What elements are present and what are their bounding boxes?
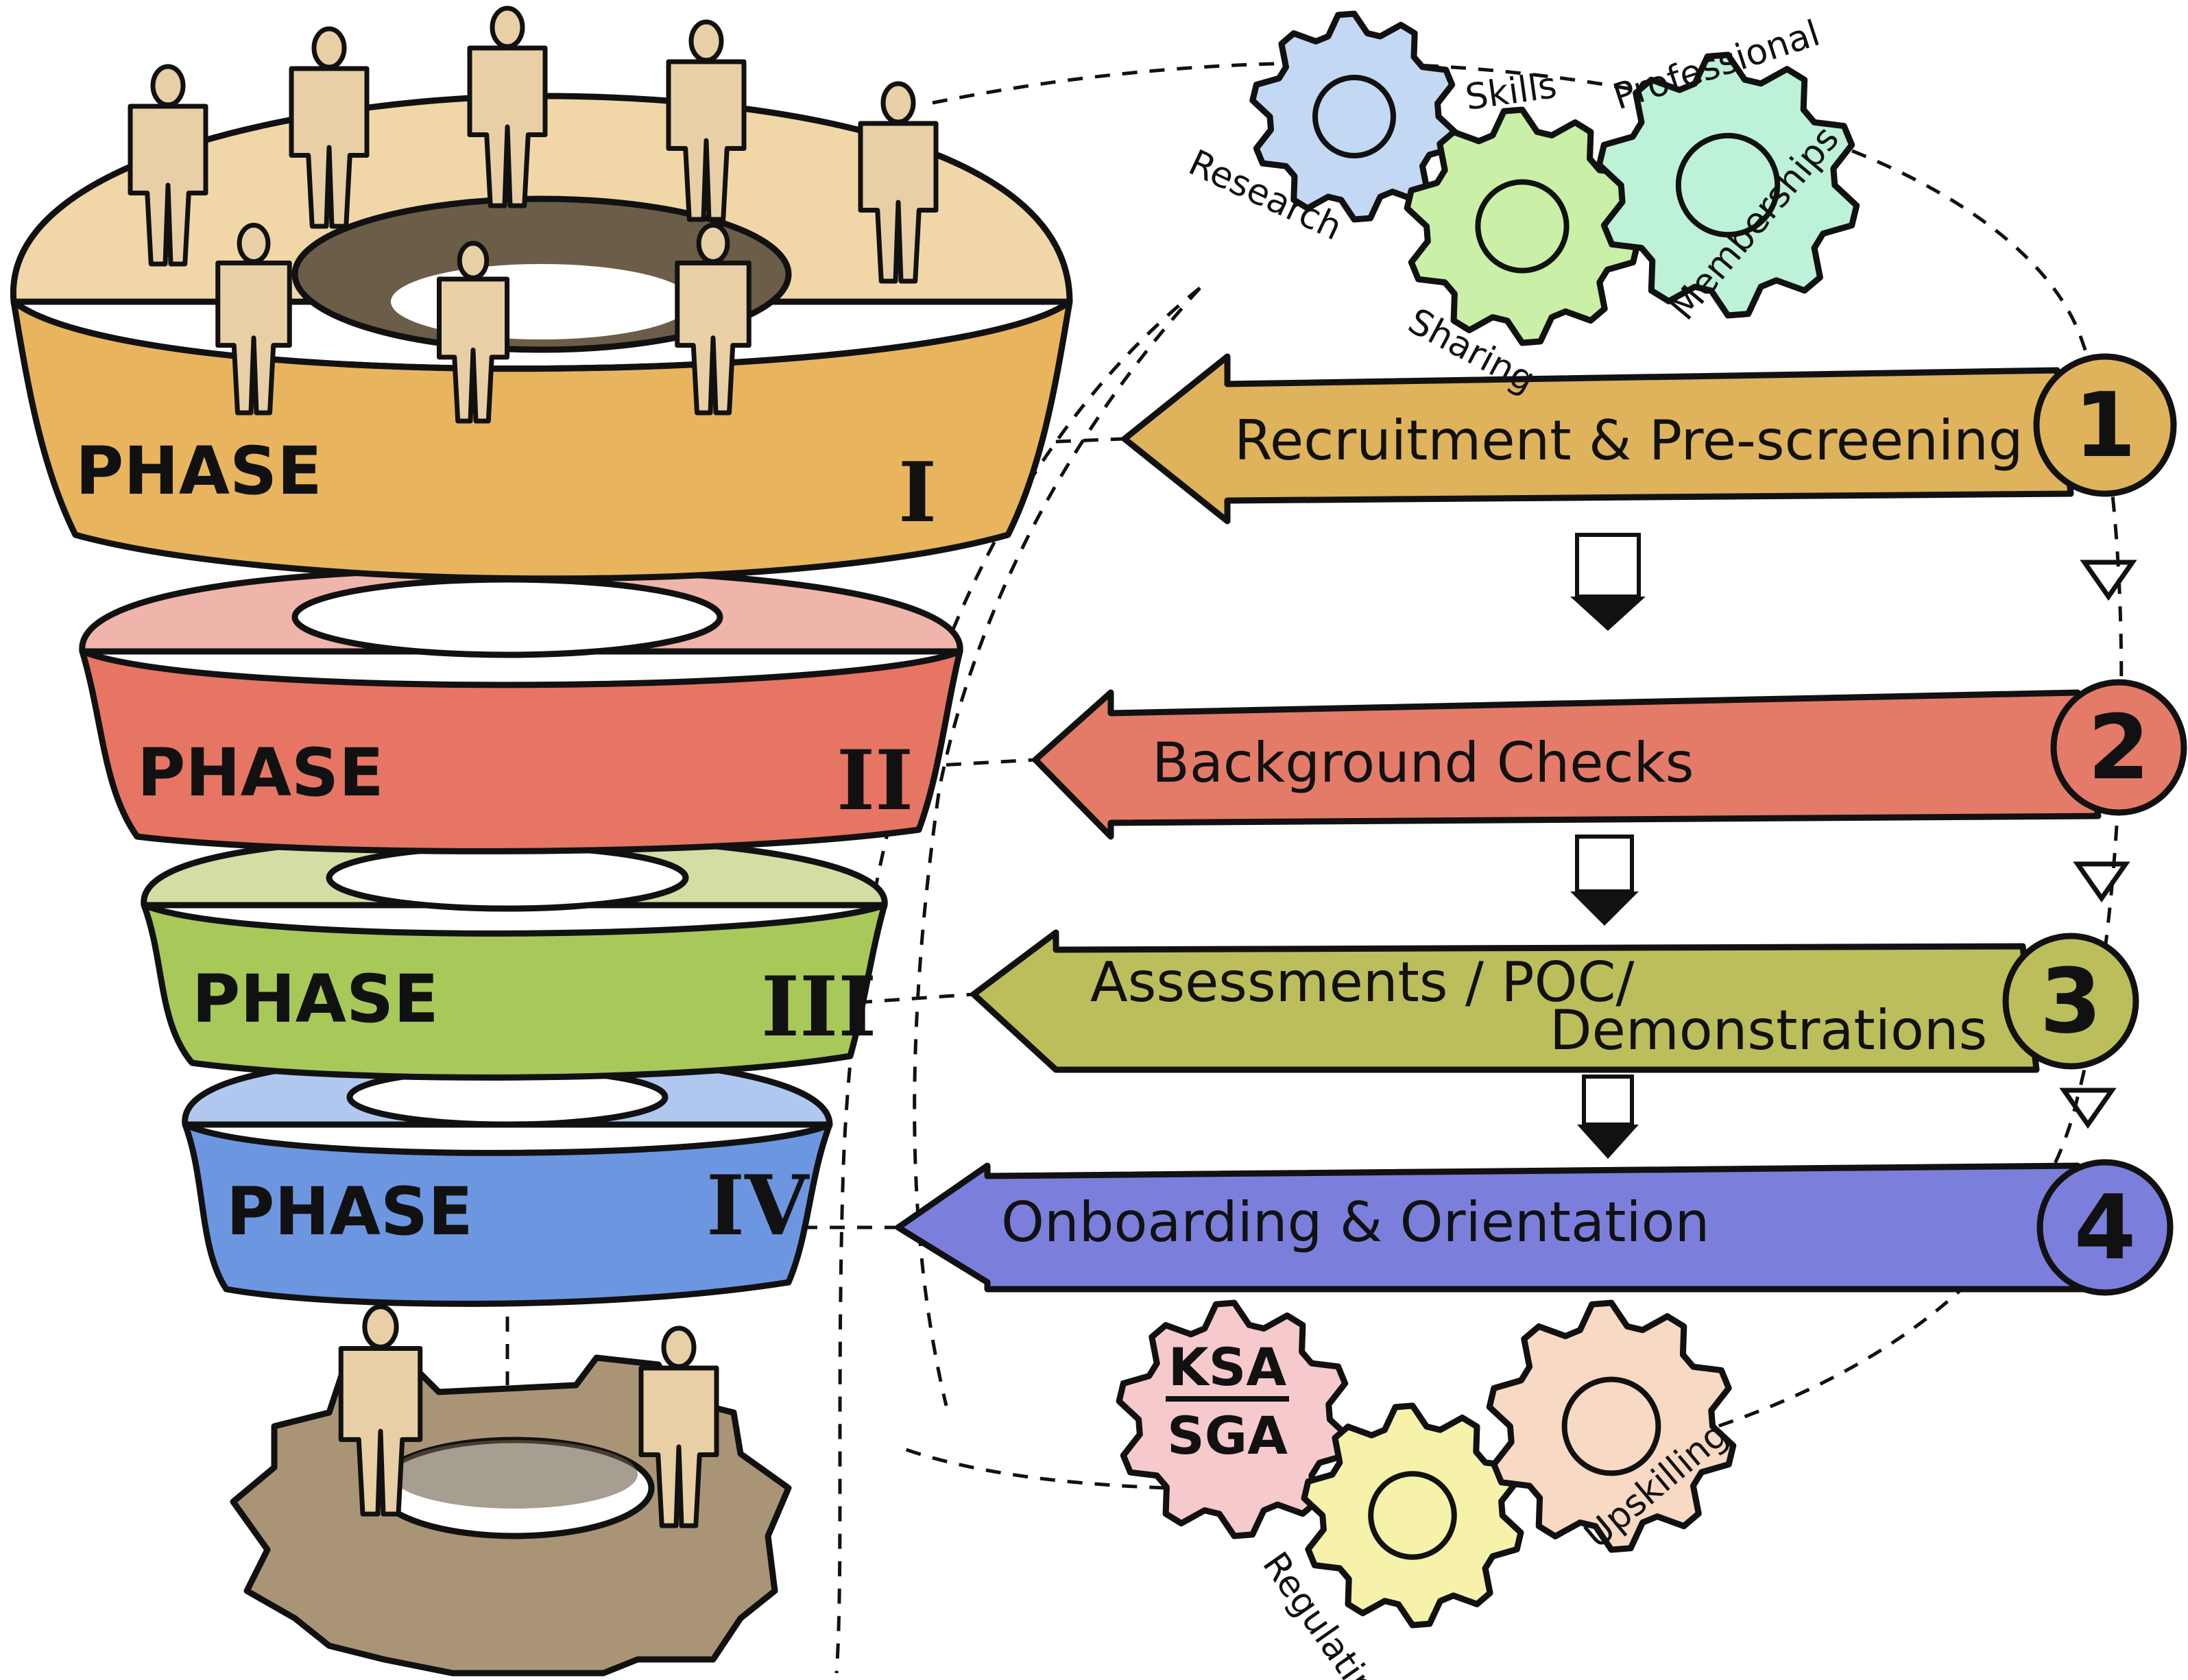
chevron-down-icon bbox=[2078, 864, 2126, 898]
step-1-number: 1 bbox=[2074, 373, 2136, 477]
phase-2-numeral: II bbox=[837, 732, 913, 829]
phase-3-label: PHASE bbox=[192, 961, 439, 1037]
phase-3-ring: PHASE III bbox=[144, 837, 885, 1077]
phase-3-numeral: III bbox=[761, 959, 876, 1055]
down-arrow-icon bbox=[1570, 837, 1639, 926]
step-1-text: Recruitment & Pre-screening bbox=[1234, 409, 2023, 472]
step-3-text-line2: Demonstrations bbox=[1550, 998, 1987, 1062]
step-4-text: Onboarding & Orientation bbox=[1001, 1190, 1709, 1254]
phase-2-label: PHASE bbox=[137, 734, 384, 811]
step-3-banner: 3 Assessments / POC/ Demonstrations bbox=[974, 933, 2136, 1070]
chevron-down-icon bbox=[2064, 1090, 2112, 1125]
gear-skills-label: Skills bbox=[1463, 65, 1559, 119]
step-2-text: Background Checks bbox=[1152, 731, 1694, 795]
gear-ksa-label: KSA bbox=[1168, 1336, 1287, 1397]
gear-sga-label: SGA bbox=[1167, 1405, 1288, 1466]
down-arrow-icon bbox=[1570, 535, 1646, 631]
gear-icon bbox=[1304, 1406, 1521, 1625]
step-2-number: 2 bbox=[2088, 695, 2150, 800]
phase-1-numeral: I bbox=[898, 444, 937, 541]
phase-1-label: PHASE bbox=[75, 433, 322, 509]
step-4-number: 4 bbox=[2074, 1175, 2136, 1280]
phase-2-ring: PHASE II bbox=[82, 569, 960, 851]
step-4-banner: 4 Onboarding & Orientation bbox=[898, 1162, 2170, 1293]
phase-4-label: PHASE bbox=[226, 1173, 473, 1250]
step-3-number: 3 bbox=[2040, 949, 2102, 1053]
phase-4-numeral: IV bbox=[706, 1157, 810, 1254]
chevron-down-icon bbox=[2084, 562, 2132, 597]
step-2-banner: 2 Background Checks bbox=[1035, 682, 2184, 837]
down-arrow-icon bbox=[1577, 1077, 1639, 1159]
step-1-banner: 1 Recruitment & Pre-screening bbox=[1125, 357, 2174, 521]
phase-4-ring: PHASE IV bbox=[185, 1056, 830, 1304]
